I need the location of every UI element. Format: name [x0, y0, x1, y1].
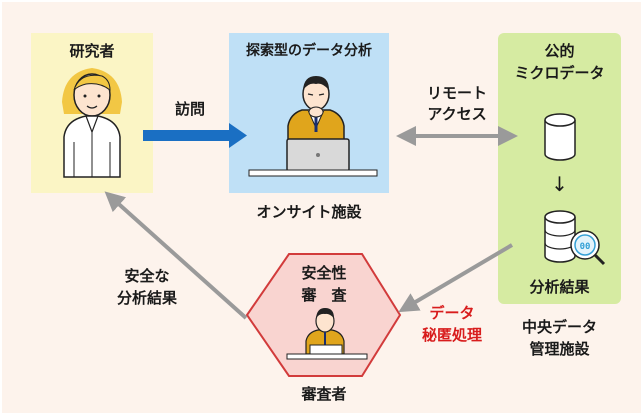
researcher-illustration [62, 68, 122, 178]
onsite-box-title: 探索型のデータ分析 [246, 43, 372, 59]
database-icon [544, 113, 576, 161]
analyst-illustration [248, 76, 378, 177]
analysis-result-label: 分析結果 [529, 278, 590, 296]
micro-data-title-2: ミクロデータ [514, 64, 605, 82]
safe-result-arrow [104, 191, 248, 320]
central-facility-label-1: 中央データ [521, 318, 597, 336]
safe-result-label-1: 安全な [124, 267, 170, 285]
review-title-1: 安全性 [301, 264, 347, 282]
database-search-icon: 00 [544, 210, 606, 266]
remote-access-label-2: アクセス [427, 105, 487, 123]
reviewer-illustration [286, 308, 368, 360]
central-facility-label-2: 管理施設 [529, 340, 590, 358]
onsite-facility-caption: オンサイト施設 [256, 203, 362, 221]
micro-data-title-1: 公的 [544, 42, 575, 60]
data-processing-label-2: 秘匿処理 [421, 326, 482, 344]
processing-arrow [398, 243, 514, 313]
review-title-2: 審 査 [301, 286, 347, 304]
researcher-title: 研究者 [69, 42, 115, 60]
reviewer-label: 審査者 [301, 385, 347, 403]
down-arrow-icon: ↓ [551, 172, 568, 196]
data-processing-label-1: データ [429, 304, 475, 322]
safe-result-label-2: 分析結果 [116, 289, 177, 307]
visit-label: 訪問 [174, 100, 205, 118]
visit-arrow [143, 123, 247, 148]
svg-text:00: 00 [580, 242, 591, 252]
remote-access-label-1: リモート [426, 84, 487, 102]
